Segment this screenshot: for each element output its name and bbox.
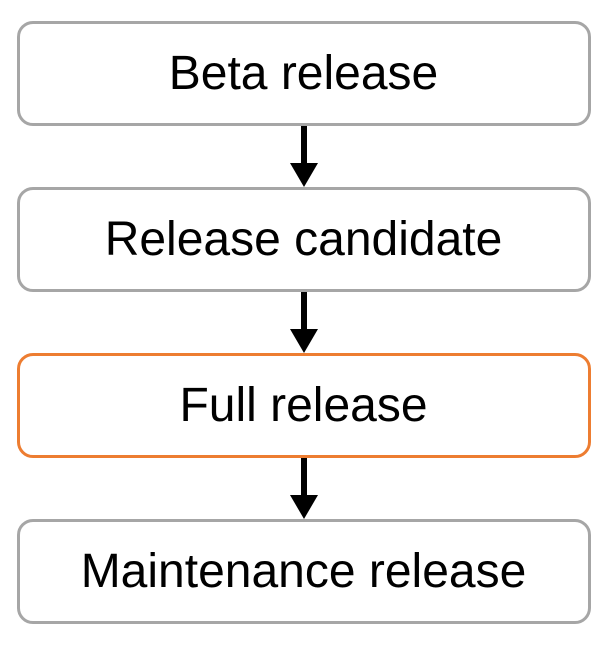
arrow-down-icon bbox=[288, 458, 320, 519]
node-maintenance-release: Maintenance release bbox=[16, 519, 591, 624]
arrow-down-icon bbox=[288, 292, 320, 353]
node-beta-release: Beta release bbox=[16, 21, 591, 126]
node-release-candidate-label: Release candidate bbox=[104, 212, 503, 266]
node-release-candidate: Release candidate bbox=[16, 187, 591, 292]
node-maintenance-release-label: Maintenance release bbox=[80, 544, 527, 598]
node-full-release-label: Full release bbox=[179, 378, 428, 432]
arrow-down-icon bbox=[288, 126, 320, 187]
node-full-release: Full release bbox=[16, 353, 591, 458]
node-beta-release-label: Beta release bbox=[168, 46, 439, 100]
